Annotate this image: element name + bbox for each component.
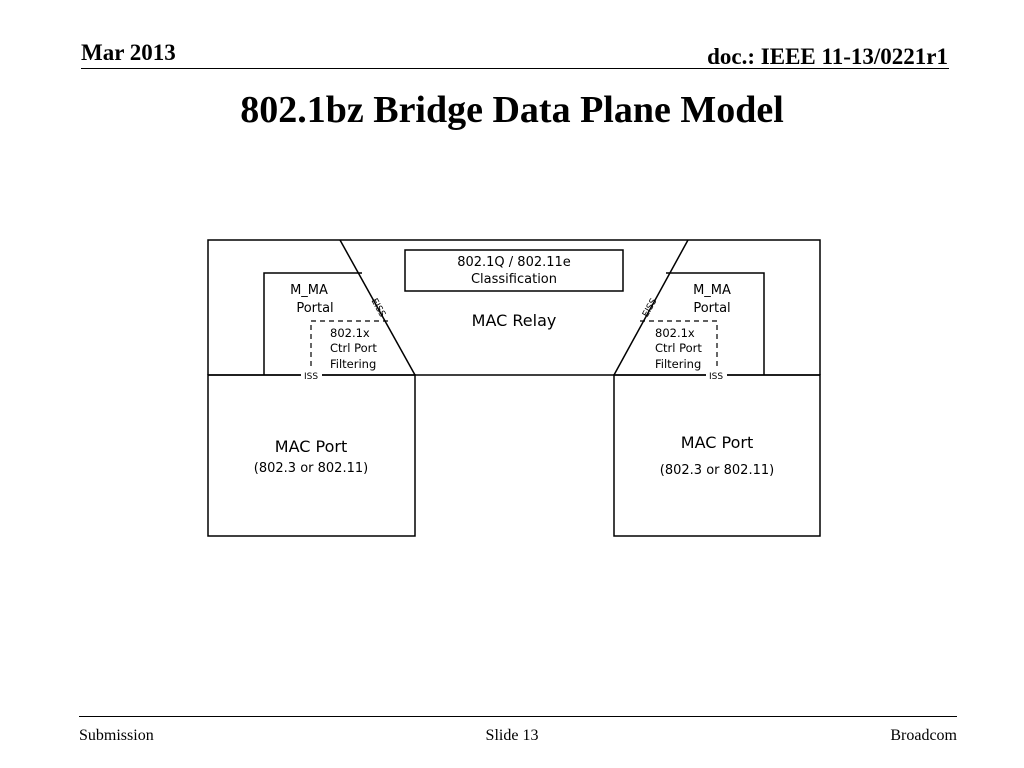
right-filtering-line1: 802.1x (655, 326, 695, 340)
right-iss-bg (706, 370, 727, 380)
right-filtering-box (640, 320, 718, 375)
slide-title: 802.1bz Bridge Data Plane Model (240, 89, 784, 131)
right-filtering-line2: Ctrl Port (655, 341, 702, 355)
footer-submission: Submission (79, 727, 154, 744)
classification-line1: 802.1Q / 802.11e (457, 255, 571, 270)
left-iss-bg (301, 370, 322, 380)
right-eiss-label: EISS (641, 297, 659, 319)
right-portal-line2: Portal (693, 301, 730, 316)
footer-rule (79, 716, 957, 717)
bridge-outline (207, 239, 821, 375)
header-doc-id: doc.: IEEE 11-13/0221r1 (707, 44, 948, 69)
right-iss-label: ISS (709, 372, 723, 382)
right-portal-line1: M_MA (693, 283, 731, 298)
right-filtering-line3: Filtering (655, 357, 701, 371)
right-mac-port-line2: (802.3 or 802.11) (660, 463, 774, 478)
header-rule (81, 68, 949, 69)
mac-relay-label: MAC Relay (472, 311, 557, 330)
footer-company: Broadcom (890, 727, 957, 744)
left-portal-box (263, 272, 362, 375)
right-eiss-boundary (613, 239, 689, 376)
left-filtering-line2: Ctrl Port (330, 341, 377, 355)
left-filtering-line3: Filtering (330, 357, 376, 371)
left-filtering-box (310, 320, 389, 375)
left-portal-line1: M_MA (290, 283, 328, 298)
left-mac-port-line1: MAC Port (275, 437, 347, 456)
header-date: Mar 2013 (81, 40, 176, 65)
right-portal-box (666, 272, 765, 375)
left-filtering-line1: 802.1x (330, 326, 370, 340)
right-mac-port-line1: MAC Port (681, 433, 753, 452)
right-mac-port-box (613, 374, 821, 537)
classification-box (404, 249, 624, 292)
left-iss-label: ISS (304, 372, 318, 382)
left-portal-line2: Portal (296, 301, 333, 316)
left-eiss-boundary (339, 239, 416, 376)
classification-line2: Classification (471, 272, 557, 287)
footer-slide-number: Slide 13 (485, 727, 539, 744)
left-mac-port-line2: (802.3 or 802.11) (254, 461, 368, 476)
left-eiss-label: EISS (369, 297, 387, 319)
